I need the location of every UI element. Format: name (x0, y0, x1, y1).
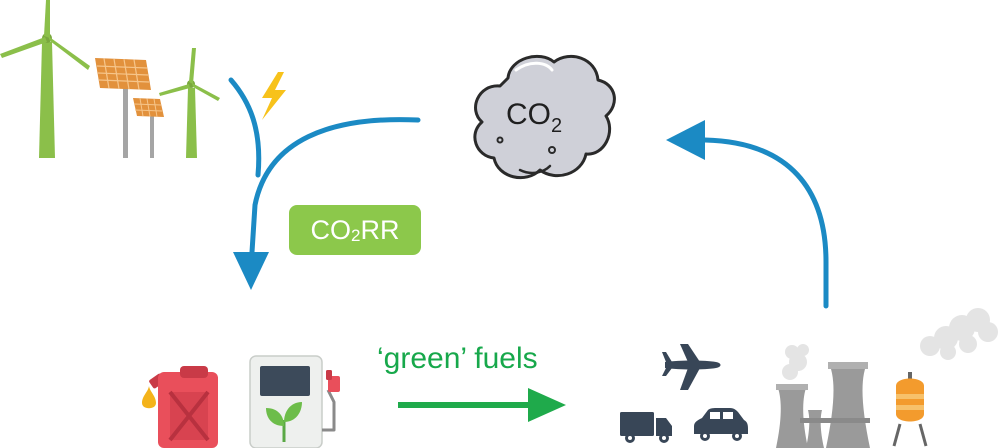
co2rr-subscript: 2 (351, 226, 361, 245)
fuel-pump-icon (249, 355, 340, 448)
co2-label-main: CO (506, 98, 551, 131)
car-icon (694, 408, 748, 441)
co2-label-subscript: 2 (551, 115, 563, 137)
green-fuels-label: ‘green’ fuels (377, 342, 538, 375)
lightning-icon (262, 72, 286, 120)
cycle-arrowhead-left (666, 120, 705, 160)
airplane-icon (662, 344, 721, 390)
cycle-arrowhead-down (233, 252, 269, 290)
wind-turbine-icon (0, 0, 90, 158)
fuels-arrow (398, 388, 566, 422)
solar-panel-icon (95, 58, 151, 158)
truck-icon (620, 412, 672, 443)
co2rr-suffix: RR (360, 214, 400, 245)
co2-label: CO2 (506, 98, 562, 137)
gas-tank-icon (892, 308, 998, 447)
factory-icon (776, 344, 870, 448)
co2rr-main: CO (310, 214, 352, 245)
co2-cloud-icon (473, 54, 616, 180)
cycle-arrow-right (702, 137, 829, 309)
wind-turbine-icon (159, 48, 220, 158)
jerry-can-icon (142, 366, 218, 448)
cycle-arrow-left (228, 77, 421, 255)
solar-panel-icon (133, 98, 164, 158)
